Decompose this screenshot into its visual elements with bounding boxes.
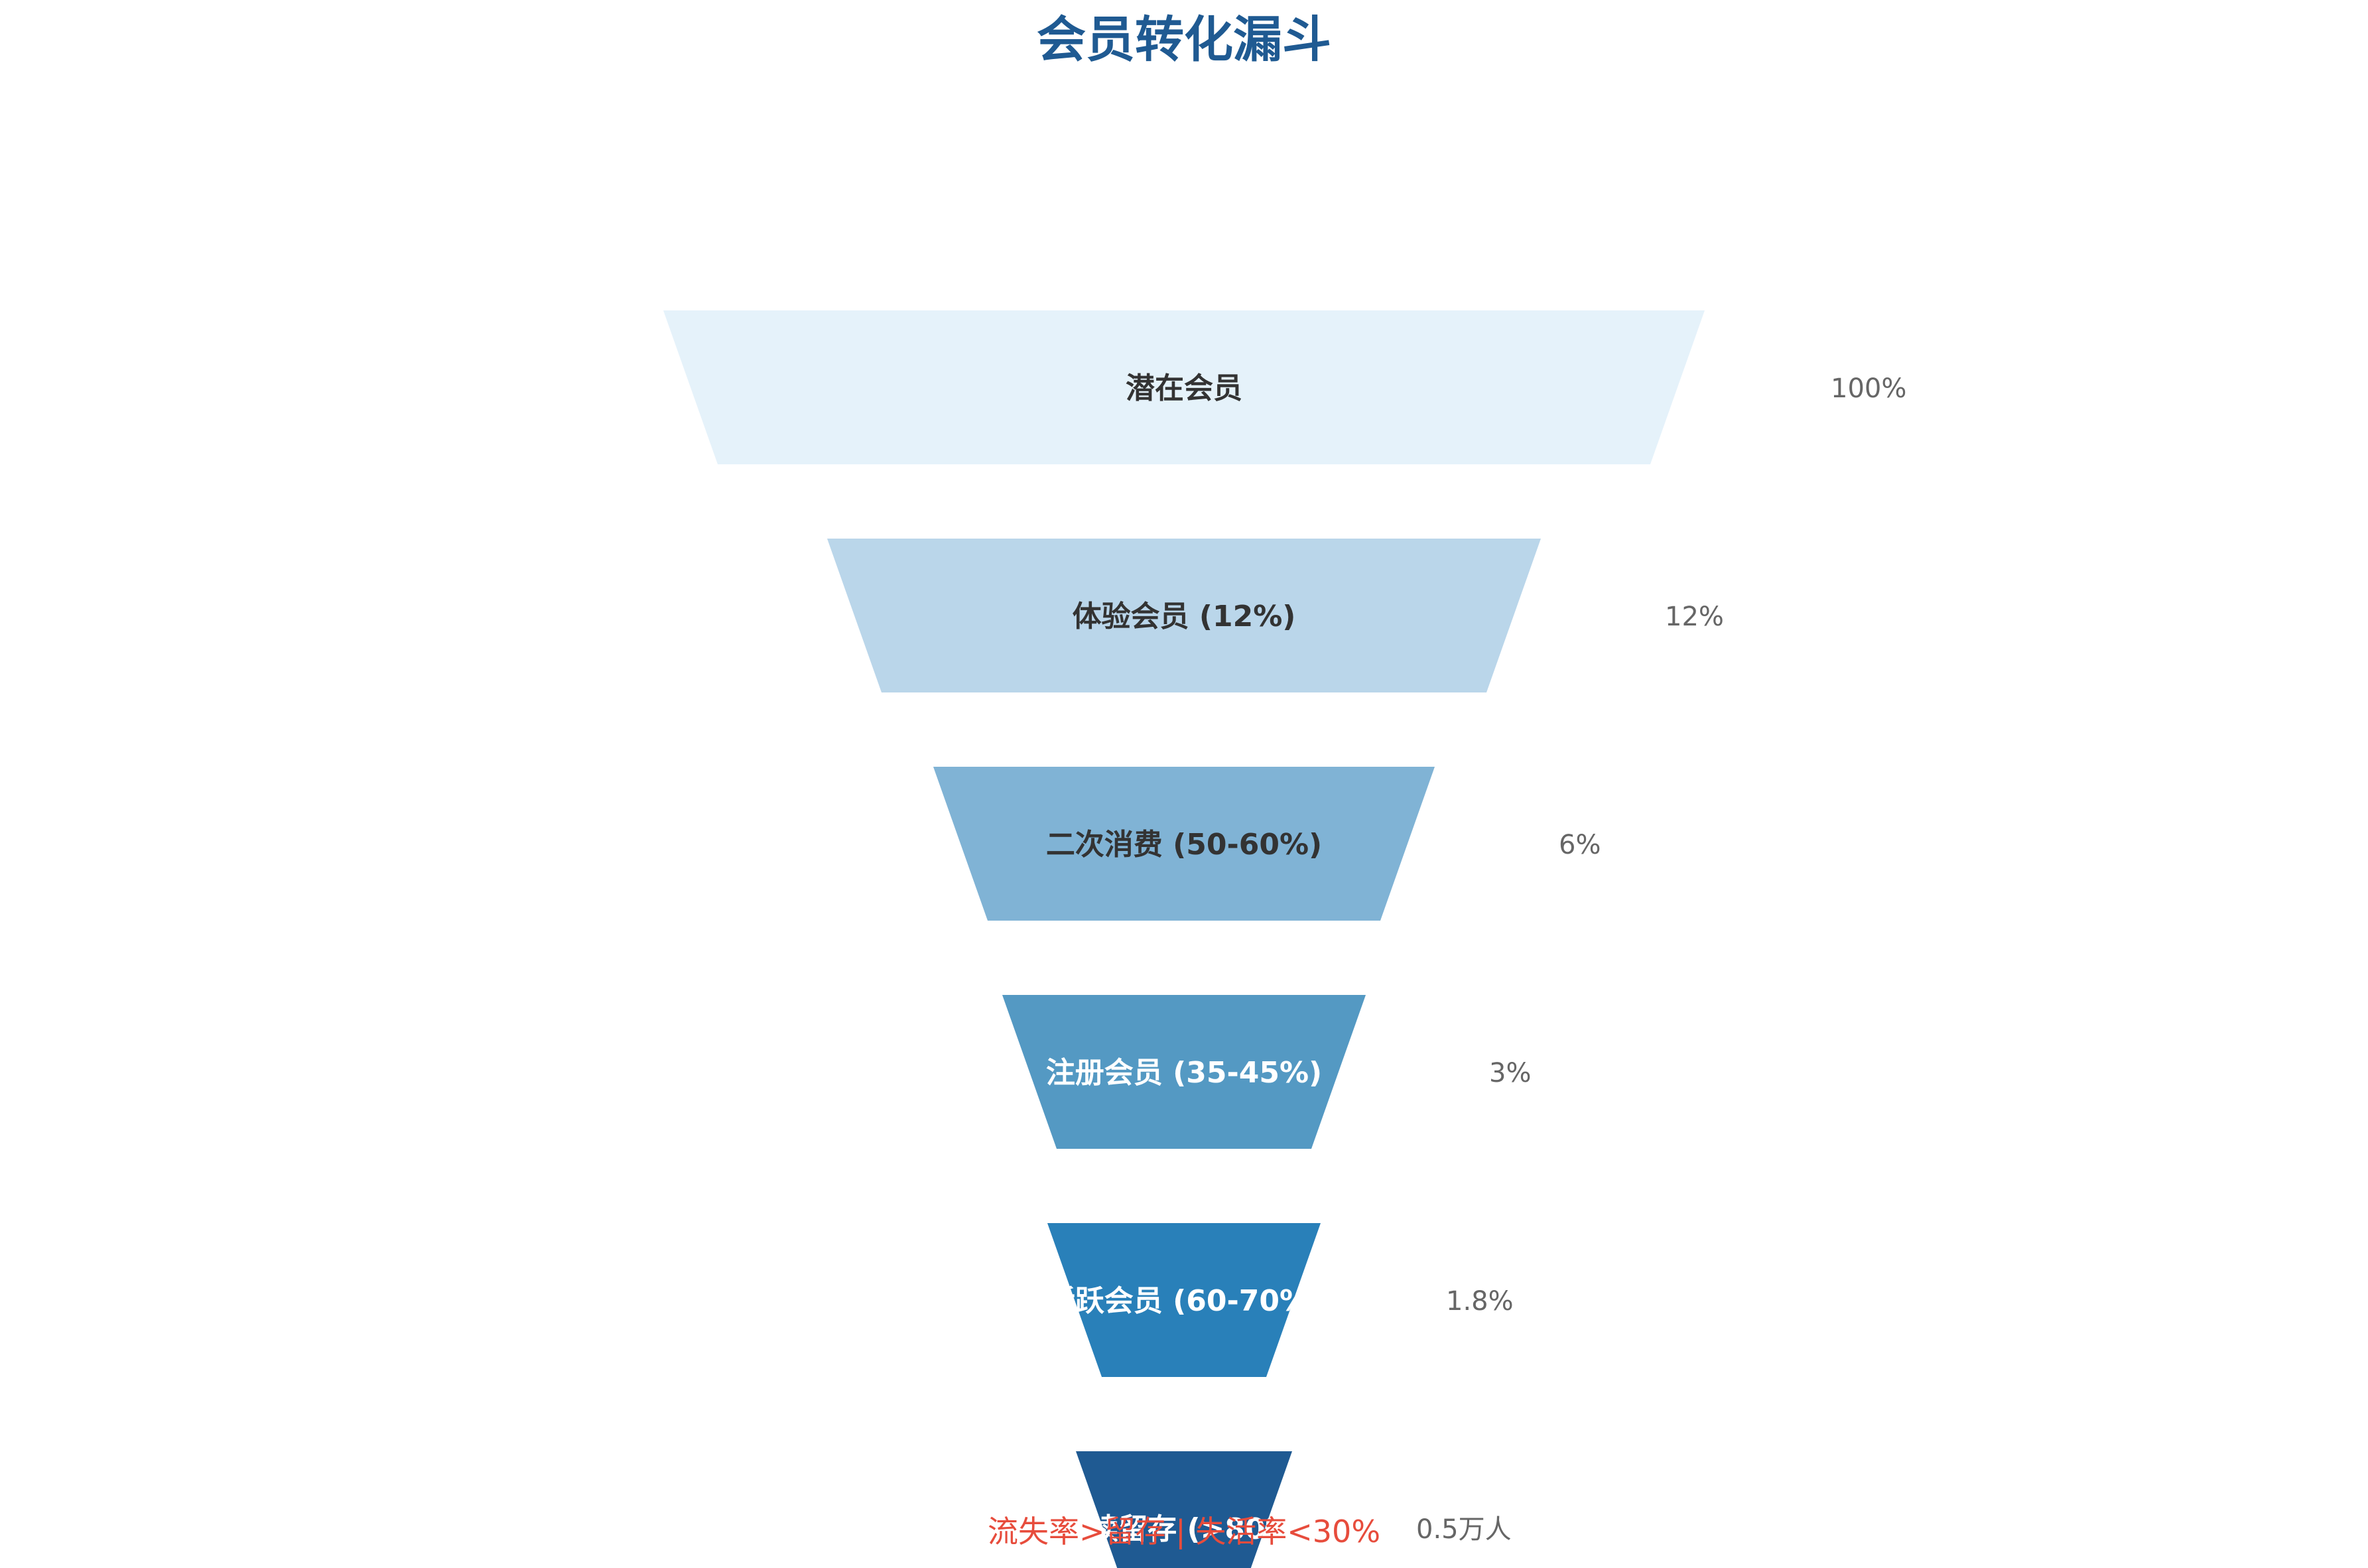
chart-title: 会员转化漏斗 [1037,11,1331,68]
funnel-stage-label: 持续留存 (>80%) [1060,1512,1308,1546]
funnel-stage-label: 二次消费 (50-60%) [1046,828,1322,862]
funnel-value-label: 100% [1831,373,1906,404]
funnel-stage-label: 潜在会员 [1126,371,1242,405]
funnel-stage-3 [933,767,1435,921]
funnel-stage-1 [663,310,1705,464]
funnel-stage-label: 体验会员 (12%) [1073,600,1296,633]
annotation-layer: 流失率>留存 | 失活率<30% [988,1514,1380,1550]
funnel-value-label: 1.8% [1446,1286,1514,1317]
funnel-stage-4 [1002,995,1366,1149]
funnel-annotation: 流失率>留存 | 失活率<30% [988,1514,1380,1550]
funnel-value-label: 0.5万人 [1416,1514,1512,1545]
funnel-value-label: 12% [1665,602,1724,632]
funnel-stage-5 [1047,1223,1321,1377]
funnel-stage-label: 注册会员 (35-45%) [1046,1056,1322,1090]
funnel-stage-label: 活跃会员 (60-70%) [1046,1284,1322,1318]
funnel-value-label: 3% [1489,1058,1531,1088]
funnel-stage-6 [1076,1451,1292,1568]
funnel-stages: 潜在会员 100% 体验会员 (12%) 12% 二次消费 (50-60%) 6% 注册会员… [663,310,1906,1568]
funnel-value-label: 6% [1559,830,1601,860]
funnel-stage-2 [827,539,1541,692]
